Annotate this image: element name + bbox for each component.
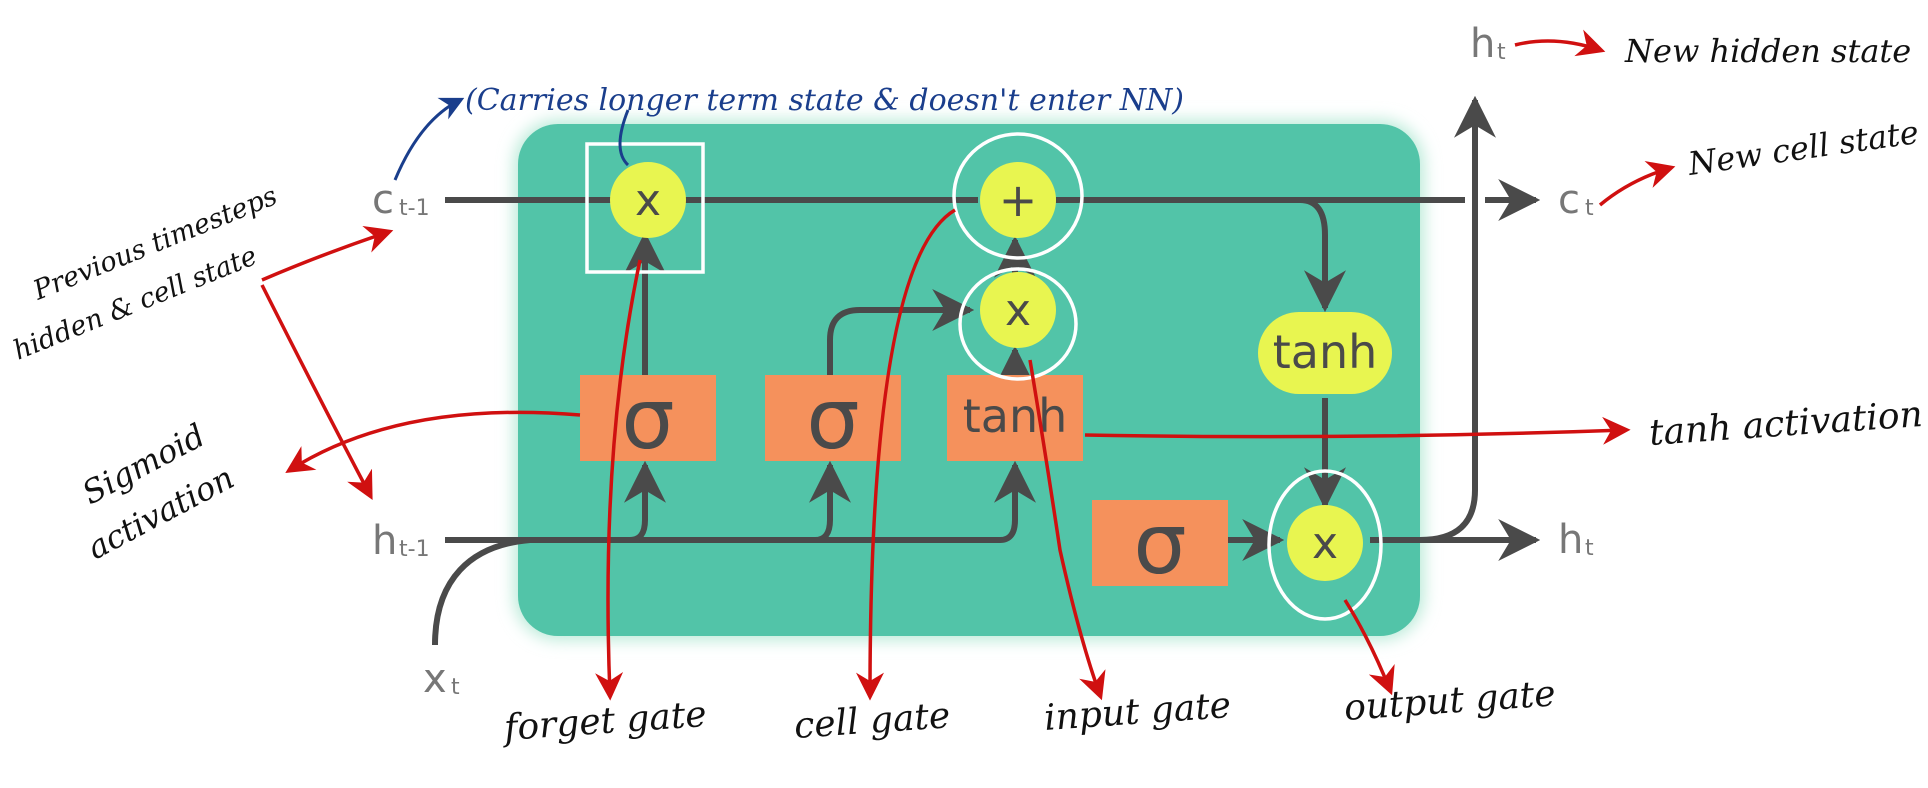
- h-t-right-label: h: [1558, 517, 1583, 563]
- tanh-layer-box: [947, 375, 1083, 461]
- branch-input: [809, 460, 851, 543]
- branch-forget: [624, 460, 666, 543]
- arrow-to-tanh-note: [1084, 416, 1631, 445]
- arrow-to-input-gate: [1028, 359, 1106, 701]
- h-t-right-subscript: t: [1585, 536, 1594, 561]
- tanh-out-label: tanh: [1273, 325, 1378, 379]
- arrow-to-cell-gate: [856, 208, 956, 701]
- input-mul-circle: [980, 272, 1056, 348]
- output-mul-symbol: x: [1312, 518, 1338, 569]
- forget-gate-note: forget gate: [500, 694, 708, 749]
- input-sigma-to-mul: [827, 289, 975, 378]
- arrow-to-sigmoid-note: [285, 410, 581, 474]
- h-t-top-label: h: [1470, 21, 1495, 67]
- sigma-input-label: σ: [806, 370, 859, 468]
- input-gate-note: input gate: [1043, 685, 1233, 739]
- flow-lines: [432, 95, 1541, 646]
- forget-mul-symbol: x: [635, 175, 661, 226]
- arrow-to-new-cell: [1598, 161, 1676, 207]
- x-t-label: x: [423, 656, 447, 702]
- pointwise-ops: [610, 162, 1363, 581]
- cell-add-symbol: +: [999, 173, 1038, 227]
- arrow-to-new-hidden: [1514, 29, 1606, 57]
- cell-add-circle: [980, 162, 1056, 238]
- blue-annotation-arrow: [393, 97, 465, 181]
- c-prev-label: c: [372, 177, 394, 223]
- new-hidden-state-note: New hidden state: [1624, 32, 1911, 70]
- output-mul-highlight-circle: [1267, 469, 1383, 621]
- cell-add-highlight-circle: [952, 132, 1084, 260]
- input-mul-symbol: x: [1005, 285, 1031, 336]
- carries-note: (Carries longer term state & doesn't ent…: [465, 83, 1184, 118]
- arrow-to-c-prev: [261, 225, 394, 282]
- c-prev-subscript: t-1: [399, 196, 430, 221]
- h-prev-label: h: [372, 518, 397, 564]
- arrow-to-forget-gate: [595, 259, 642, 701]
- c-t-label: c: [1558, 177, 1580, 223]
- branch-tanh: [994, 460, 1036, 543]
- new-cell-state-note: New cell state: [1685, 113, 1921, 183]
- x-t-subscript: t: [451, 675, 460, 700]
- cell-to-tanh: [1299, 197, 1346, 313]
- x-input-curve: [432, 537, 531, 646]
- red-annotation-arrows: [260, 29, 1676, 701]
- output-mul-circle: [1287, 505, 1363, 581]
- hidden-up-line: [1419, 95, 1496, 543]
- tanh-out-pill: [1258, 312, 1392, 394]
- sigma-forget-box: [580, 375, 716, 461]
- tanh-activation-note: tanh activation: [1648, 394, 1924, 454]
- sigma-output-label: σ: [1133, 495, 1186, 593]
- output-gate-note: output gate: [1343, 673, 1557, 729]
- h-t-top-subscript: t: [1497, 40, 1506, 65]
- arrow-to-output-gate: [1343, 599, 1395, 696]
- sigma-output-box: [1092, 500, 1228, 586]
- h-prev-subscript: t-1: [399, 537, 430, 562]
- input-mul-highlight-circle: [958, 267, 1078, 381]
- cell-gate-note: cell gate: [793, 695, 952, 747]
- highlight-marks: [585, 132, 1383, 621]
- forget-mul-circle: [610, 162, 686, 238]
- sigma-forget-label: σ: [621, 370, 674, 468]
- arrow-to-h-prev: [260, 284, 373, 500]
- forget-mul-highlight-box: [585, 142, 705, 274]
- c-t-subscript: t: [1585, 196, 1594, 221]
- blue-bracket-mark: [618, 109, 630, 167]
- tanh-layer-label: tanh: [963, 389, 1068, 443]
